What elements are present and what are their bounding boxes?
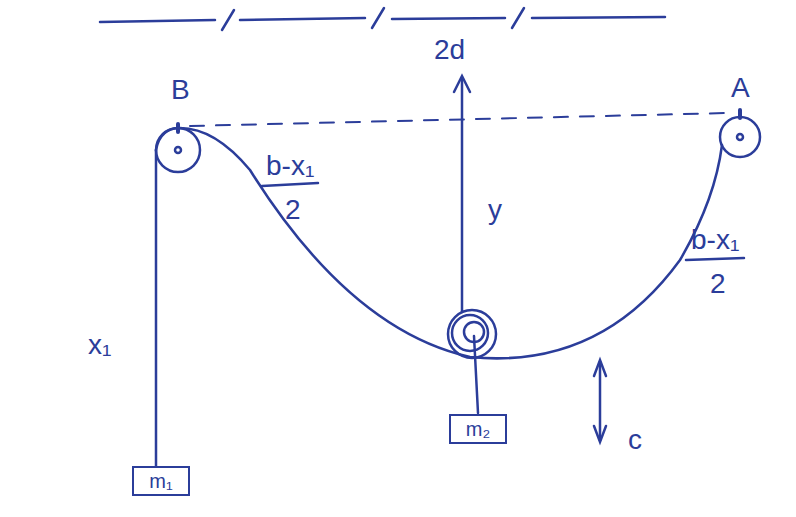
label-text: 2 (710, 270, 726, 298)
label-text: B (171, 76, 190, 104)
pulley-a (720, 117, 760, 157)
arrow-head (594, 426, 606, 442)
label-text: b-x₁ (691, 226, 739, 254)
arrow-head (454, 76, 470, 92)
ceiling-line (392, 18, 505, 19)
label-text: c (628, 426, 642, 454)
mass-box: m₁ (132, 466, 190, 496)
mass-box: m₂ (449, 414, 507, 444)
arrow-head (594, 360, 606, 376)
label-text: b-x₁ (266, 152, 314, 180)
ceiling-line (532, 17, 665, 18)
ceiling-hatch (512, 8, 524, 28)
pulley-axle (737, 134, 743, 140)
rope (156, 128, 722, 358)
mass-label: m₁ (149, 471, 172, 491)
reference-line (190, 113, 728, 126)
pulley-mount (738, 110, 742, 118)
ceiling-hatch (222, 10, 234, 30)
dimension-arrow (461, 78, 464, 312)
label-text: 2 (285, 196, 301, 224)
fraction-bar (686, 258, 744, 260)
fraction-bar (262, 183, 318, 186)
label-text: y (488, 196, 502, 224)
ceiling-line (100, 20, 215, 22)
pulley-axle (175, 147, 181, 153)
rope (155, 150, 158, 466)
label-text: x₁ (88, 331, 111, 359)
dimension-arrow (599, 362, 602, 440)
mass-label: m₂ (466, 419, 490, 439)
movable-pulley (452, 315, 488, 351)
ceiling-hatch (372, 8, 384, 28)
label-text: 2d (434, 36, 465, 64)
ceiling-line (240, 18, 365, 20)
label-text: A (731, 74, 750, 102)
movable-pulley (448, 310, 496, 358)
hanger (474, 336, 478, 413)
